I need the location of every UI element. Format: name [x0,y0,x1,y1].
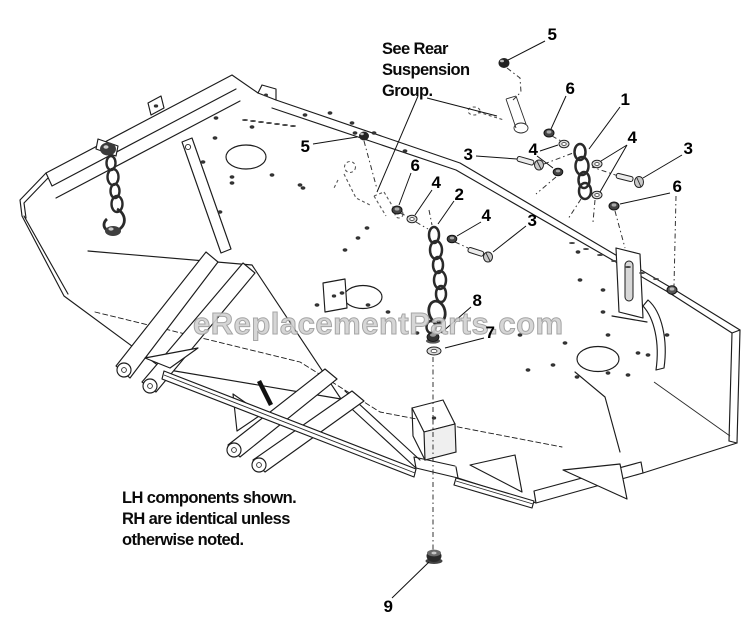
note-lh-line3: otherwise noted. [122,531,244,549]
ghost-caster-right [467,95,529,134]
edge-hatching [242,119,659,280]
washer-item4-right-upper [591,159,603,169]
deck-bolt-dots [200,111,670,379]
callout-4-mid: 4 [529,140,539,159]
callouts: 5 6 1 4 3 6 3 4 6 4 2 4 3 5 8 7 9 [301,25,694,616]
callout-6-center: 6 [411,156,420,175]
callout-3-far-right: 3 [684,139,693,158]
nut-item6-corner [666,285,678,295]
note-rear-suspension: See Rear Suspension Group. [382,40,471,100]
nut-item9 [425,549,443,564]
hardware [359,58,678,564]
callout-7: 7 [486,323,495,342]
bolt-item3-center [467,247,493,263]
note-lh-line1: LH components shown. [122,489,296,507]
callout-4-lower: 4 [482,206,492,225]
callout-3-mid: 3 [464,145,473,164]
watermark-text: eReplacementParts.com [193,306,564,341]
deck-body [19,74,741,509]
assembly-axes [363,67,677,550]
note-lh-components: LH components shown. RH are identical un… [122,489,297,549]
callout-2: 2 [455,185,464,204]
bolt-item3-right [615,172,644,188]
support-plate [181,137,232,254]
nut-item4-lower [446,234,458,244]
center-chain-item2 [425,225,448,335]
nut-item4-mid [552,167,564,177]
washer-item4-right-lower [591,190,603,200]
note-rear-line3: Group. [382,82,432,100]
spindle-hole-left [225,144,267,170]
callout-1: 1 [621,90,630,109]
callout-4-right: 4 [628,128,638,147]
callout-3-lower: 3 [528,211,537,230]
callout-8: 8 [473,291,482,310]
callout-9: 9 [384,597,393,616]
spindle-hole-right [576,345,620,373]
callout-5-top: 5 [548,25,557,44]
bolt-item3-mid [516,155,544,171]
bolt-item5-left [359,131,369,141]
callout-6-right: 6 [673,177,682,196]
callout-4-center: 4 [432,173,442,192]
washer-item7 [426,346,442,356]
note-rear-line1: See Rear [382,40,449,58]
washer-item4-mid [558,139,570,149]
left-hanger-chain [95,138,126,236]
note-rear-line2: Suspension [382,61,470,79]
nut-item6-right [608,201,620,211]
callout-5-left: 5 [301,137,310,156]
nut-item6-center [391,205,403,215]
right-chain-item1 [573,142,593,201]
washer-item4-center [406,214,418,224]
nut-item6-top [543,128,555,138]
bolt-item5-top [498,58,510,68]
callout-6-top: 6 [566,79,575,98]
nut-item8 [426,332,440,344]
leader-lines [312,40,683,599]
note-lh-line2: RH are identical unless [122,510,290,528]
